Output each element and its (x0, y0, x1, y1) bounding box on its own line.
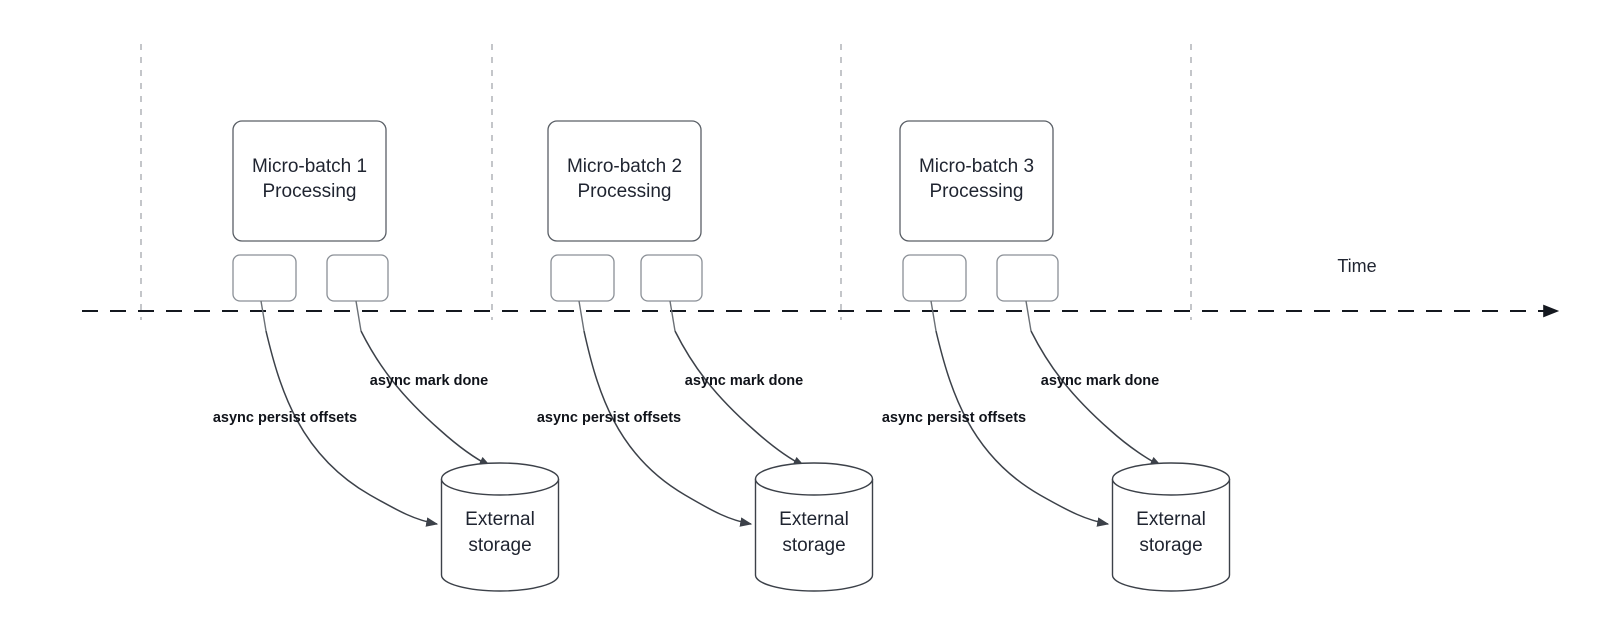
task-box-3b-stem (1025, 300, 1032, 332)
edge-label-mark-done-3: async mark done (1041, 373, 1159, 389)
edge-persist-offsets-1 (265, 330, 439, 527)
external-storage-1-label-line2: storage (468, 535, 531, 556)
task-box-3a[interactable] (902, 254, 967, 302)
external-storage-1[interactable]: External storage (440, 462, 560, 592)
external-storage-2-label-line1: External (779, 509, 849, 530)
external-storage-3[interactable]: External storage (1111, 462, 1231, 592)
task-box-1a[interactable] (232, 254, 297, 302)
edge-label-persist-offsets-1: async persist offsets (213, 410, 357, 426)
micro-batch-2-box[interactable] (547, 120, 702, 242)
task-box-3a-stem (930, 300, 937, 332)
task-box-2a[interactable] (550, 254, 615, 302)
micro-batch-1-label-line1: Micro-batch 1 (252, 156, 367, 177)
micro-batch-1-box[interactable] (232, 120, 387, 242)
micro-batch-3-label-line1: Micro-batch 3 (919, 156, 1034, 177)
micro-batch-3-group: Micro-batch 3 Processing async persist o… (882, 120, 1231, 592)
task-box-2b[interactable] (640, 254, 703, 302)
task-box-1b[interactable] (326, 254, 389, 302)
task-box-1b-stem (355, 300, 362, 332)
edge-mark-done-1 (360, 330, 492, 467)
micro-batch-1-group: Micro-batch 1 Processing async persist o… (213, 120, 560, 592)
external-storage-1-label-line1: External (465, 509, 535, 530)
micro-batch-2-label-line1: Micro-batch 2 (567, 156, 682, 177)
external-storage-2-label-line2: storage (782, 535, 845, 556)
edge-persist-offsets-3 (935, 330, 1110, 527)
edge-label-mark-done-2: async mark done (685, 373, 803, 389)
micro-batch-3-label-line2: Processing (930, 181, 1024, 202)
edge-mark-done-2 (674, 330, 806, 467)
task-box-2a-stem (578, 300, 585, 332)
external-storage-3-label-line1: External (1136, 509, 1206, 530)
edge-label-persist-offsets-3: async persist offsets (882, 410, 1026, 426)
micro-batch-1-label-line2: Processing (263, 181, 357, 202)
task-box-1a-stem (260, 300, 267, 332)
external-storage-2[interactable]: External storage (754, 462, 874, 592)
edge-label-persist-offsets-2: async persist offsets (537, 410, 681, 426)
time-axis-group: Time (82, 256, 1560, 318)
micro-batch-3-box[interactable] (899, 120, 1054, 242)
task-box-2b-stem (669, 300, 676, 332)
micro-batch-2-label-line2: Processing (578, 181, 672, 202)
edge-label-mark-done-1: async mark done (370, 373, 488, 389)
external-storage-3-label-line2: storage (1139, 535, 1202, 556)
time-axis-label: Time (1337, 256, 1376, 276)
edge-persist-offsets-2 (583, 330, 753, 527)
task-box-3b[interactable] (996, 254, 1059, 302)
micro-batch-2-group: Micro-batch 2 Processing async persist o… (537, 120, 874, 592)
edge-mark-done-3 (1030, 330, 1163, 467)
